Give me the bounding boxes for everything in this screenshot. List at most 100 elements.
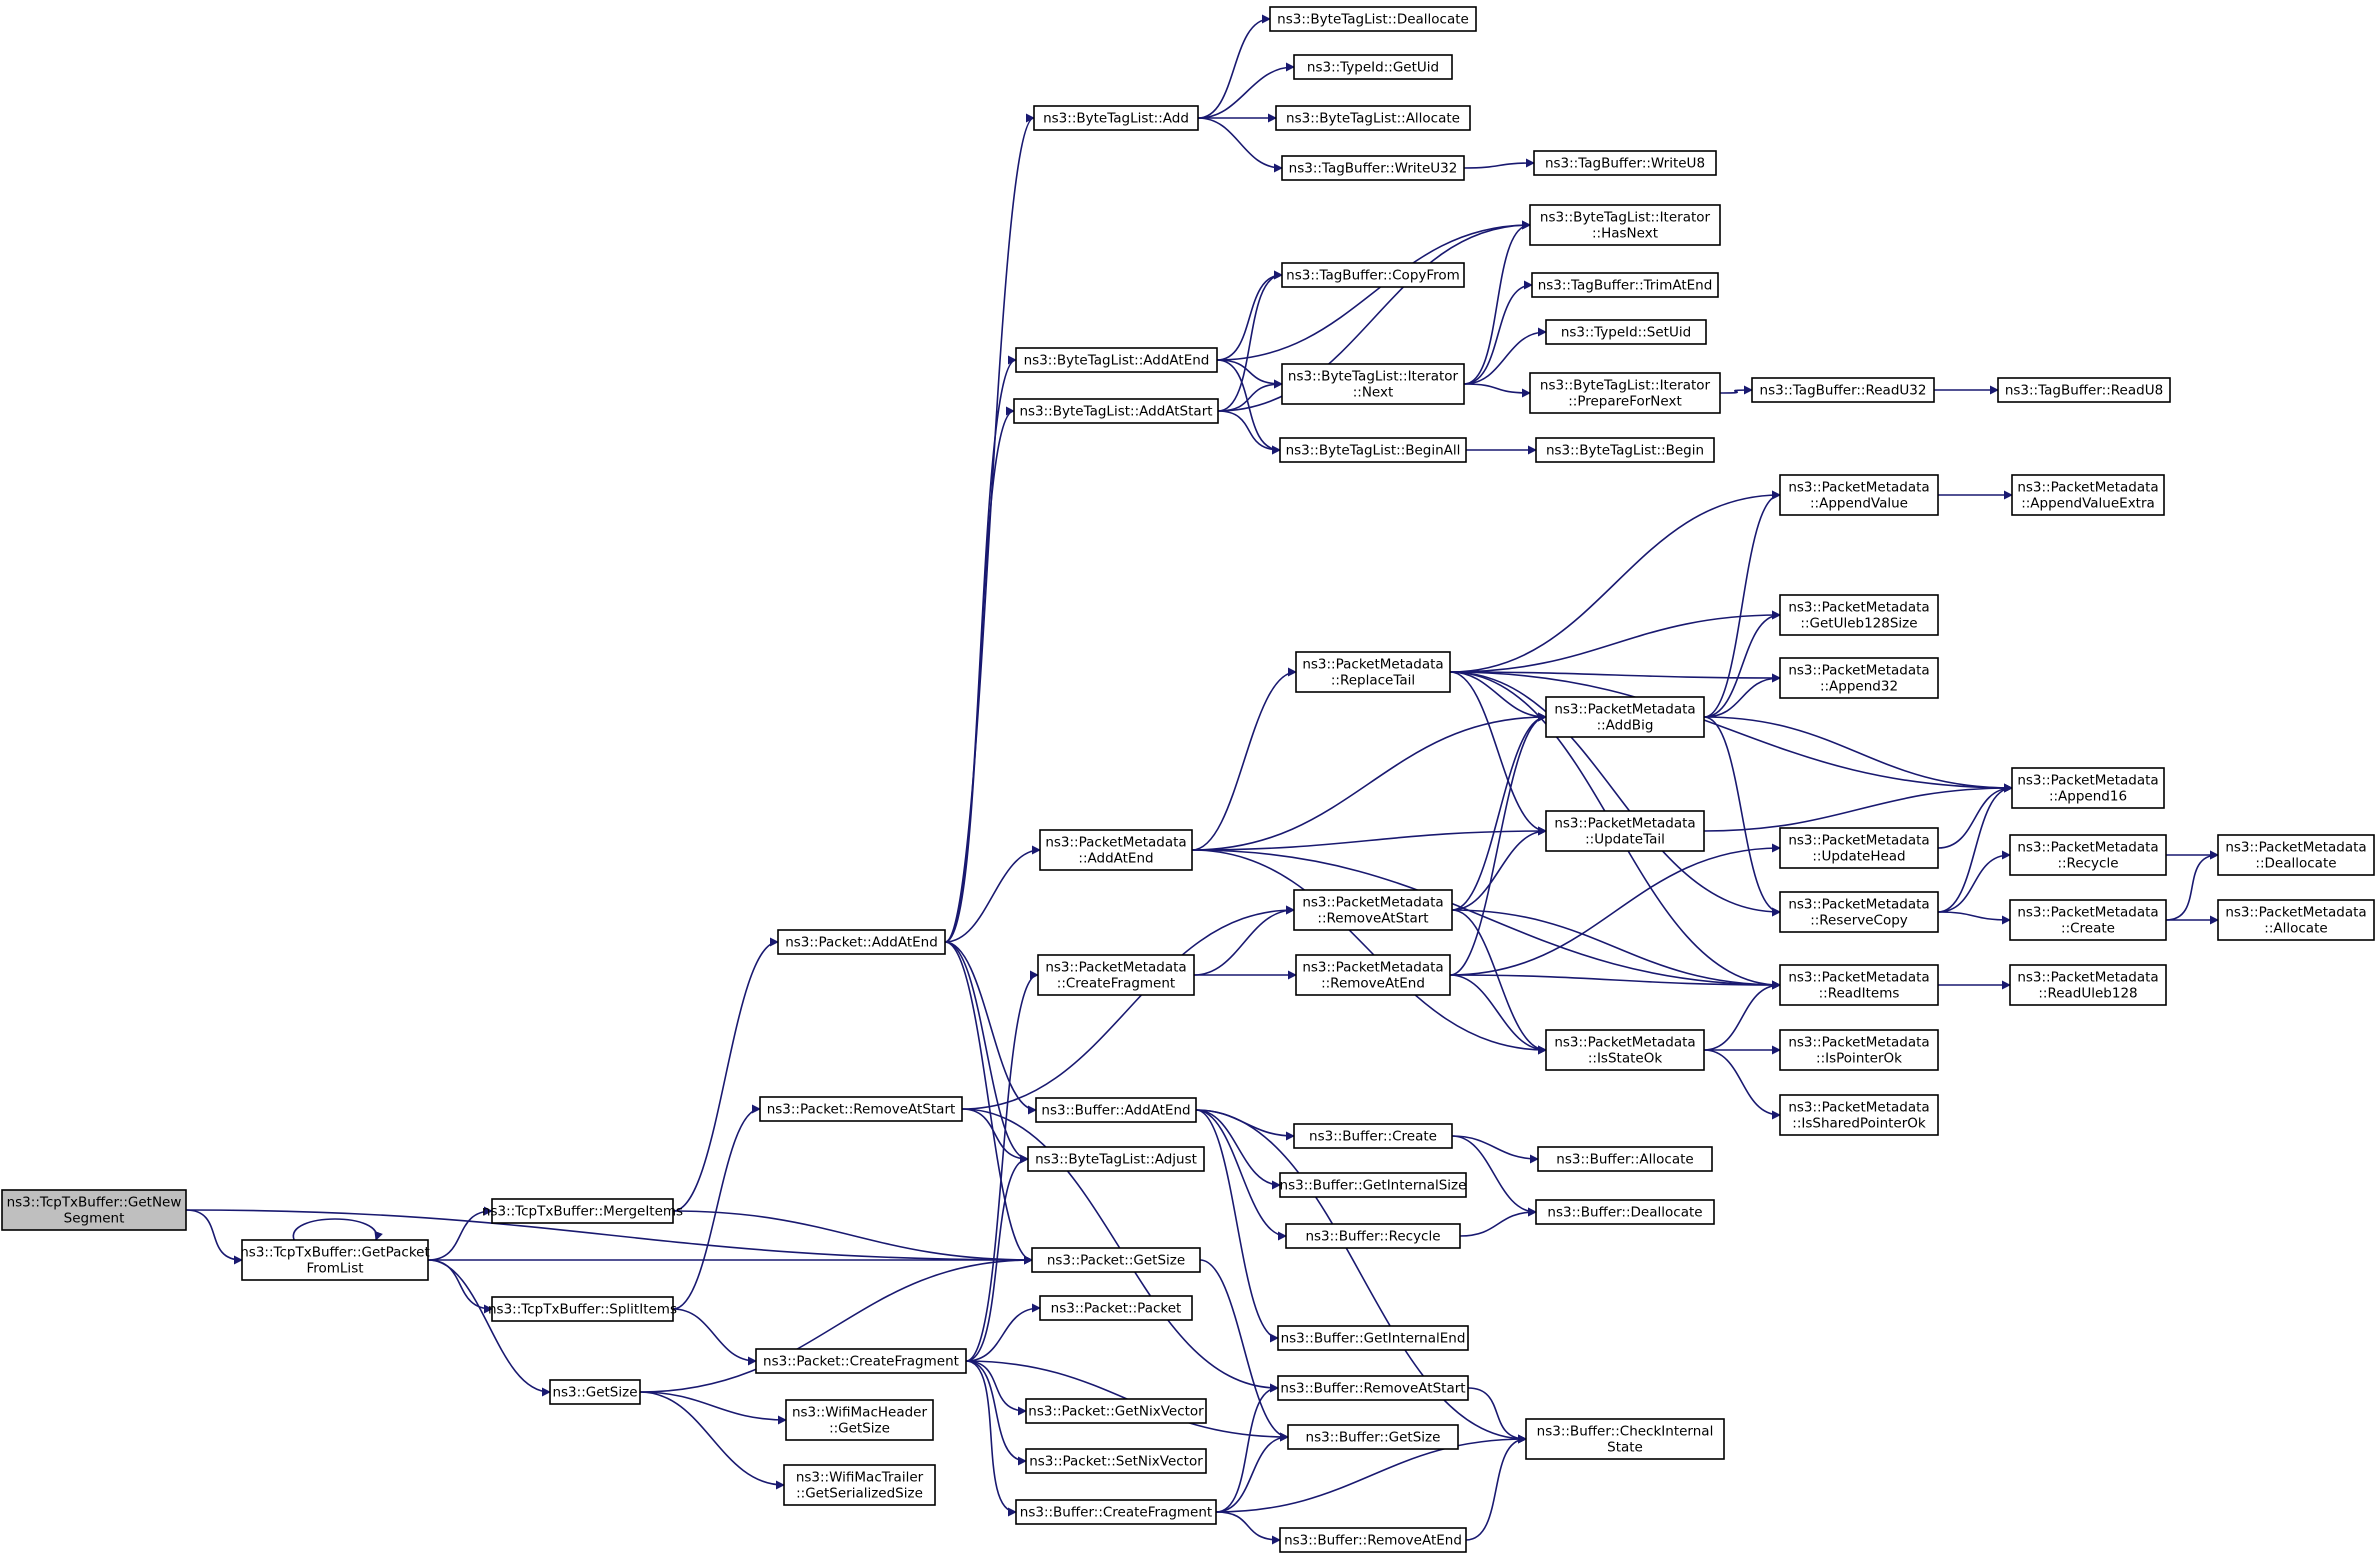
node-box	[1277, 1325, 1469, 1351]
function-node[interactable]: ns3::ByteTagList::Allocate	[1275, 105, 1471, 131]
function-node[interactable]: ns3::WifiMacTrailer::GetSerializedSize	[783, 1464, 936, 1506]
node-box	[2009, 899, 2167, 941]
function-node[interactable]: ns3::Packet::SetNixVector	[1025, 1448, 1207, 1474]
function-node[interactable]: ns3::PacketMetadata::Allocate	[2217, 899, 2375, 941]
function-node[interactable]: ns3::PacketMetadata::AddBig	[1545, 696, 1705, 738]
function-node[interactable]: ns3::PacketMetadata::ReplaceTail	[1295, 651, 1451, 693]
function-node[interactable]: ns3::ByteTagList::Adjust	[1027, 1146, 1205, 1172]
node-label: ::ReadItems	[1819, 986, 1900, 1002]
call-edge	[1217, 379, 1283, 412]
function-node[interactable]: ns3::Buffer::Recycle	[1285, 1223, 1461, 1249]
call-edge	[672, 1210, 1033, 1265]
function-node[interactable]: ns3::PacketMetadata::ReadUleb128	[2009, 964, 2167, 1006]
function-node[interactable]: ns3::PacketMetadata::RemoveAtStart	[1293, 889, 1453, 931]
call-edge	[1937, 783, 2013, 913]
function-node[interactable]: ns3::PacketMetadata::RemoveAtEnd	[1295, 954, 1451, 996]
node-label: Segment	[64, 1211, 125, 1227]
function-node[interactable]: ns3::Buffer::Create	[1293, 1123, 1453, 1149]
function-node[interactable]: ns3::PacketMetadata::Create	[2009, 899, 2167, 941]
function-node[interactable]: ns3::ByteTagList::Iterator::PrepareForNe…	[1529, 372, 1721, 414]
function-node[interactable]: ns3::Packet::Packet	[1039, 1295, 1193, 1321]
function-node[interactable]: ns3::TcpTxBuffer::MergeItems	[482, 1198, 683, 1224]
node-label: ns3::Packet::SetNixVector	[1029, 1454, 1203, 1470]
node-label: ns3::Packet::Packet	[1051, 1301, 1182, 1317]
call-edge	[1451, 712, 1547, 911]
function-node[interactable]: ns3::Buffer::Deallocate	[1535, 1199, 1715, 1225]
node-box	[1779, 891, 1939, 933]
function-node[interactable]: ns3::GetSize	[549, 1379, 641, 1405]
function-node[interactable]: ns3::Packet::RemoveAtStart	[759, 1096, 963, 1122]
function-node[interactable]: ns3::PacketMetadata::Deallocate	[2217, 834, 2375, 876]
function-node[interactable]: ns3::TypeId::GetUid	[1293, 54, 1453, 80]
function-node[interactable]: ns3::PacketMetadata::IsStateOk	[1545, 1029, 1705, 1071]
function-node[interactable]: ns3::PacketMetadata::CreateFragment	[1037, 954, 1195, 996]
function-node[interactable]: ns3::PacketMetadata::IsSharedPointerOk	[1779, 1094, 1939, 1136]
node-label: ::IsSharedPointerOk	[1792, 1116, 1926, 1132]
function-node[interactable]: ns3::TagBuffer::ReadU32	[1751, 377, 1935, 403]
function-node[interactable]: ns3::Buffer::AddAtEnd	[1035, 1097, 1197, 1123]
call-edge	[1191, 849, 1547, 1055]
function-node[interactable]: ns3::PacketMetadata::AddAtEnd	[1039, 829, 1193, 871]
call-edge	[1703, 490, 1781, 718]
function-node[interactable]: ns3::Packet::GetNixVector	[1025, 1398, 1207, 1424]
node-label: ns3::PacketMetadata	[2017, 480, 2158, 496]
node-box	[1027, 1146, 1205, 1172]
node-box	[549, 1379, 641, 1405]
call-edge	[672, 1104, 761, 1310]
function-node[interactable]: ns3::Packet::GetSize	[1031, 1247, 1201, 1273]
function-node[interactable]: ns3::ByteTagList::AddAtEnd	[1015, 347, 1218, 373]
function-node[interactable]: ns3::ByteTagList::Begin	[1535, 437, 1715, 463]
node-box	[1779, 1029, 1939, 1071]
function-node[interactable]: ns3::PacketMetadata::Append32	[1779, 657, 1939, 699]
function-node[interactable]: ns3::PacketMetadata::AppendValueExtra	[2011, 474, 2165, 516]
node-label: ::ReadUleb128	[2038, 986, 2137, 1002]
function-node[interactable]: ns3::PacketMetadata::IsPointerOk	[1779, 1029, 1939, 1071]
function-node[interactable]: ns3::PacketMetadata::UpdateTail	[1545, 810, 1705, 852]
function-node[interactable]: ns3::ByteTagList::Iterator::Next	[1281, 363, 1465, 405]
function-node[interactable]: ns3::PacketMetadata::AppendValue	[1779, 474, 1939, 516]
node-label: ::AppendValueExtra	[2021, 496, 2155, 512]
function-node[interactable]: ns3::ByteTagList::AddAtStart	[1013, 398, 1219, 424]
function-node[interactable]: ns3::Buffer::GetInternalSize	[1279, 1172, 1467, 1198]
function-node[interactable]: ns3::PacketMetadata::Recycle	[2009, 834, 2167, 876]
function-node[interactable]: ns3::ByteTagList::Add	[1033, 105, 1199, 131]
function-node[interactable]: ns3::Buffer::RemoveAtEnd	[1279, 1527, 1467, 1553]
function-node[interactable]: ns3::Buffer::CreateFragment	[1015, 1499, 1217, 1525]
node-label: ns3::TcpTxBuffer::SplitItems	[488, 1302, 677, 1318]
function-node[interactable]: ns3::ByteTagList::Iterator::HasNext	[1529, 204, 1721, 246]
function-node[interactable]: ns3::PacketMetadata::ReserveCopy	[1779, 891, 1939, 933]
node-label: ns3::ByteTagList::Iterator	[1288, 369, 1459, 385]
node-label: ::GetSize	[829, 1421, 890, 1437]
function-node[interactable]: ns3::PacketMetadata::UpdateHead	[1779, 827, 1939, 869]
call-edge	[1216, 270, 1283, 361]
function-node[interactable]: ns3::Buffer::GetInternalEnd	[1277, 1325, 1469, 1351]
call-edge	[1449, 712, 1547, 976]
function-node[interactable]: ns3::PacketMetadata::GetUleb128Size	[1779, 594, 1939, 636]
function-node[interactable]: ns3::TcpTxBuffer::SplitItems	[488, 1296, 677, 1322]
function-node[interactable]: ns3::TagBuffer::TrimAtEnd	[1531, 272, 1719, 298]
function-node[interactable]: ns3::TagBuffer::WriteU32	[1281, 155, 1465, 181]
node-box	[1, 1189, 187, 1231]
function-node[interactable]: ns3::Buffer::RemoveAtStart	[1277, 1375, 1469, 1401]
node-box	[1269, 6, 1477, 32]
node-label: ::ReplaceTail	[1331, 673, 1415, 689]
function-node[interactable]: ns3::Packet::CreateFragment	[755, 1348, 967, 1374]
function-node[interactable]: ns3::TypeId::SetUid	[1545, 319, 1707, 345]
function-node[interactable]: ns3::Buffer::Allocate	[1537, 1146, 1713, 1172]
function-node[interactable]: ns3::PacketMetadata::ReadItems	[1779, 964, 1939, 1006]
function-node[interactable]: ns3::Packet::AddAtEnd	[777, 929, 946, 955]
call-edge	[1191, 826, 1547, 851]
function-node[interactable]: ns3::PacketMetadata::Append16	[2011, 767, 2165, 809]
function-node[interactable]: ns3::TagBuffer::CopyFrom	[1281, 262, 1465, 288]
function-node[interactable]: ns3::TagBuffer::WriteU8	[1533, 150, 1717, 176]
function-node[interactable]: ns3::ByteTagList::BeginAll	[1279, 437, 1467, 463]
function-node[interactable]: ns3::ByteTagList::Deallocate	[1269, 6, 1477, 32]
node-label: ns3::Packet::AddAtEnd	[785, 935, 938, 951]
function-node[interactable]: ns3::WifiMacHeader::GetSize	[785, 1399, 934, 1441]
call-edge	[1195, 1109, 1281, 1190]
function-node[interactable]: ns3::TagBuffer::ReadU8	[1997, 377, 2171, 403]
function-node[interactable]: ns3::Buffer::GetSize	[1287, 1424, 1459, 1450]
